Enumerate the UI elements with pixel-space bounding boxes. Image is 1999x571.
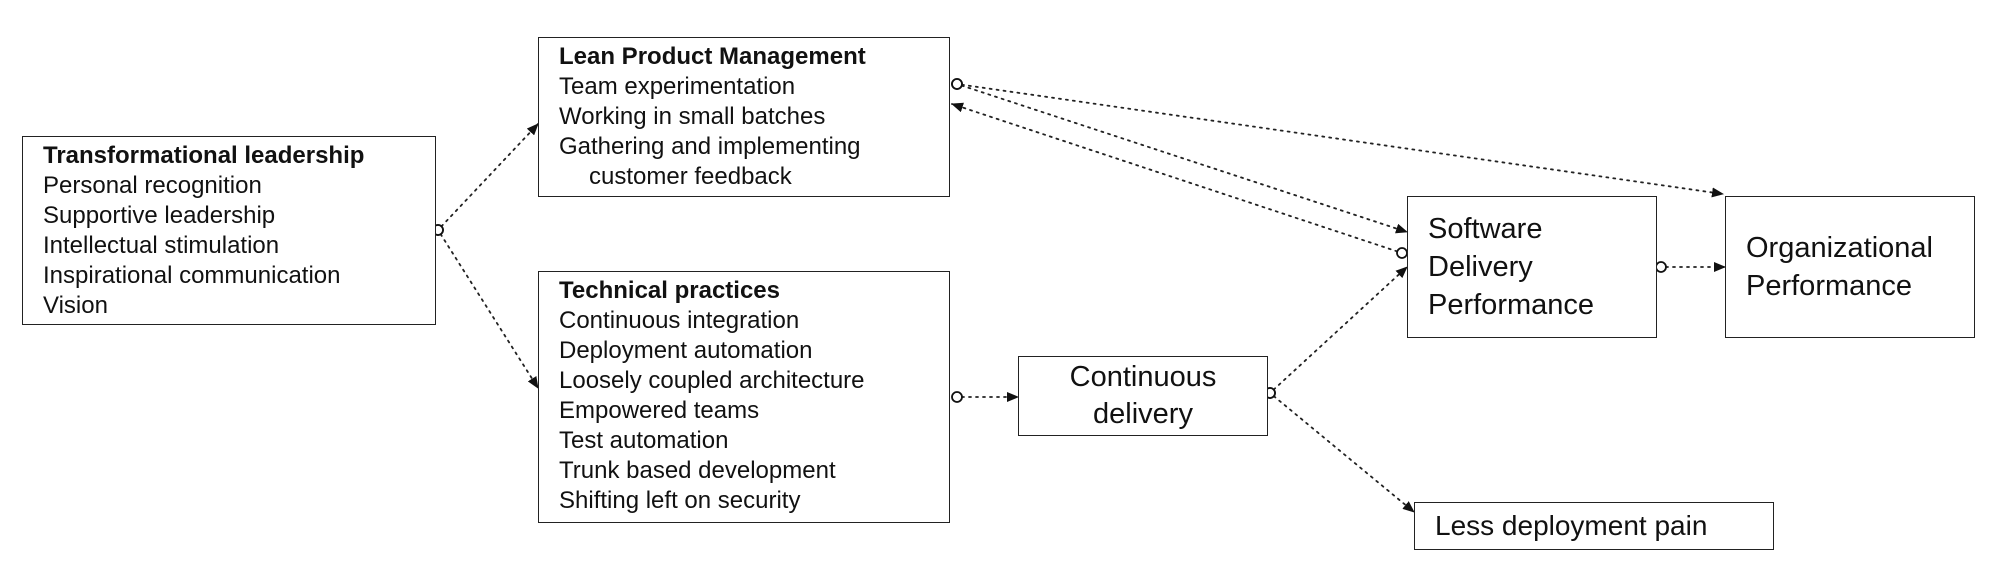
list-item: Continuous integration [559, 307, 800, 334]
edge-leadership-to-lean [432, 123, 539, 236]
box-continuous-delivery: Continuous delivery [1018, 356, 1268, 436]
connector-origin-circle [951, 391, 963, 403]
box-label-line: Delivery [1428, 251, 1533, 283]
box-label-line: Organizational [1746, 232, 1933, 264]
connector-line [951, 102, 1399, 253]
box-label-line: Continuous [1069, 361, 1217, 393]
list-item: Empowered teams [559, 397, 760, 424]
list-item: Gathering and implementing [559, 133, 861, 160]
connector-origin-circle [951, 78, 963, 90]
edge-software-delivery-to-lean [951, 102, 1408, 259]
list-item: Test automation [559, 427, 729, 454]
list-item: Intellectual stimulation [43, 232, 280, 259]
list-item: Vision [43, 292, 108, 319]
list-item: Working in small batches [559, 103, 826, 130]
box-software-delivery-performance: Software Delivery Performance [1407, 196, 1657, 338]
box-label-line: Software [1428, 213, 1543, 245]
list-item: Trunk based development [559, 457, 836, 484]
list-item: Personal recognition [43, 172, 262, 199]
box-less-deployment-pain: Less deployment pain [1414, 502, 1774, 550]
list-item: Deployment automation [559, 337, 813, 364]
list-item: Inspirational communication [43, 262, 341, 289]
edge-lean-to-software-delivery [951, 78, 1408, 234]
connector-line [961, 83, 1724, 198]
connector-line [960, 84, 1408, 234]
edge-software-delivery-to-organizational [1655, 261, 1726, 273]
box-organizational-performance: Organizational Performance [1725, 196, 1975, 338]
list-item: Shifting left on security [559, 487, 801, 514]
box-title: Lean Product Management [559, 43, 866, 70]
connector-line [439, 233, 539, 389]
list-item-continuation: customer feedback [589, 163, 792, 190]
box-title: Technical practices [559, 277, 780, 304]
connector-line [440, 123, 539, 228]
connector-origin-circle [1655, 261, 1667, 273]
box-transformational-leadership: Transformational leadership Personal rec… [22, 136, 436, 325]
box-label-line: Performance [1428, 289, 1595, 321]
edge-continuous-delivery-to-deployment-pain [1264, 387, 1415, 513]
list-item: Loosely coupled architecture [559, 367, 865, 394]
connector-origin-circle [1396, 247, 1408, 259]
edge-leadership-to-technical [432, 224, 539, 389]
edge-technical-to-continuous-delivery [951, 391, 1019, 403]
box-lean-product-management: Lean Product Management Team experimenta… [538, 37, 950, 197]
list-item: Team experimentation [559, 73, 796, 100]
box-label-line: Less deployment pain [1435, 510, 1708, 541]
list-item: Supportive leadership [43, 202, 276, 229]
box-label-line: delivery [1093, 398, 1193, 430]
box-title: Transformational leadership [43, 142, 365, 169]
edge-continuous-delivery-to-software-delivery [1264, 266, 1408, 399]
box-technical-practices: Technical practices Continuous integrati… [538, 271, 950, 523]
edge-lean-to-organizational [951, 78, 1724, 198]
connector-line [1272, 395, 1415, 513]
box-label-line: Performance [1746, 270, 1913, 302]
connector-line [1272, 266, 1408, 391]
